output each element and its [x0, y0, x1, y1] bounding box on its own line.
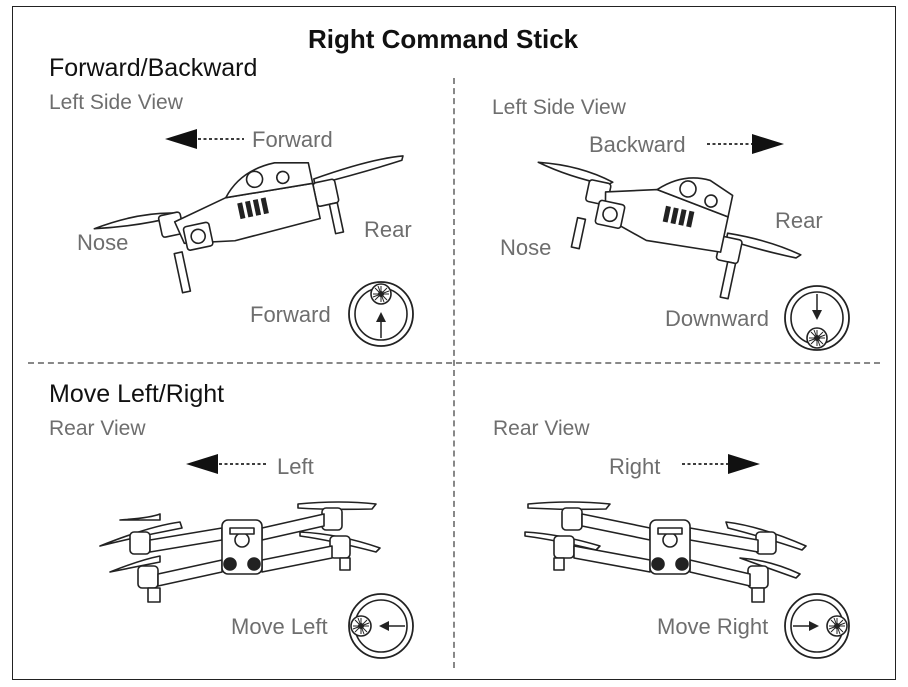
vertical-divider — [453, 78, 455, 668]
diagram-title: Right Command Stick — [308, 24, 579, 54]
view-label-top-left: Left Side View — [49, 91, 183, 114]
view-label-top-right: Left Side View — [492, 96, 626, 119]
view-label-bottom-right: Rear View — [493, 417, 590, 440]
nose-label-top-right: Nose — [500, 235, 552, 260]
arrow-left-icon — [165, 129, 244, 149]
arrow-left-icon — [186, 454, 266, 474]
rear-label-top-left: Rear — [364, 217, 412, 242]
stick-label-move-right: Move Right — [657, 614, 769, 639]
command-stick-icon — [784, 593, 850, 659]
command-stick-icon — [348, 281, 414, 347]
arrow-right-icon — [707, 134, 784, 154]
view-label-bottom-left: Rear View — [49, 417, 146, 440]
command-stick-icon — [784, 285, 850, 351]
stick-label-move-left: Move Left — [231, 614, 328, 639]
arrow-right-icon — [682, 454, 760, 474]
nose-label-top-left: Nose — [77, 230, 129, 255]
command-stick-icon — [348, 593, 414, 659]
stick-label-forward: Forward — [250, 302, 331, 327]
heading-forward-backward: Forward/Backward — [49, 54, 258, 82]
drone-side-icon — [93, 155, 404, 294]
direction-label-left: Left — [277, 454, 314, 479]
drone-rear-icon — [524, 501, 807, 603]
diagram-frame — [12, 6, 896, 680]
rear-label-top-right: Rear — [775, 208, 823, 233]
stick-label-downward: Downward — [665, 306, 769, 331]
direction-label-forward: Forward — [252, 127, 333, 152]
direction-label-right: Right — [609, 454, 661, 479]
drone-side-icon — [537, 161, 802, 300]
drone-rear-icon — [99, 501, 381, 603]
heading-move-left-right: Move Left/Right — [49, 380, 225, 408]
direction-label-backward: Backward — [589, 132, 686, 157]
